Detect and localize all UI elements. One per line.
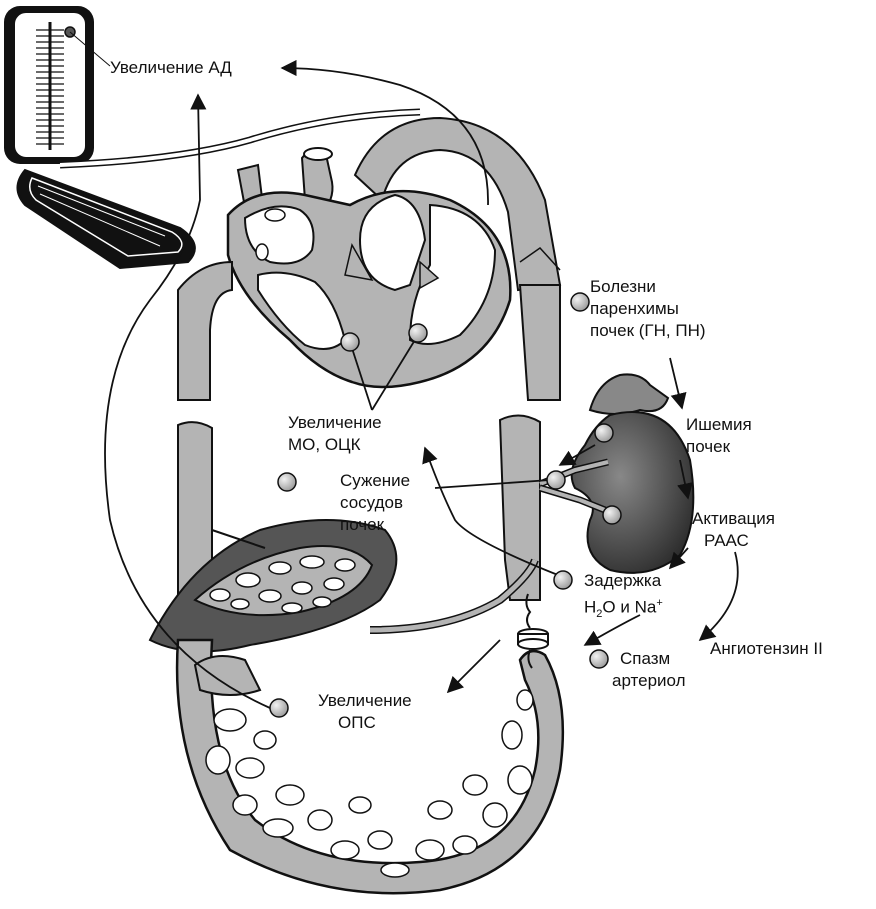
vena-cava-upper: [178, 262, 232, 400]
label-water-sodium-retention: Задержка H2O и Na+: [584, 570, 663, 625]
label-arteriole-spasm: Спазм артериол: [620, 648, 686, 692]
aorta-lower: [500, 415, 540, 600]
label-angiotensin: Ангиотензин II: [710, 638, 823, 660]
label-bp-increase: Увеличение АД: [110, 57, 232, 79]
label-mo-ock: Увеличение МО, ОЦК: [288, 412, 382, 456]
label-vasoconstriction: Сужение сосудов почек: [340, 470, 410, 536]
heart-icon: [228, 118, 560, 387]
systemic-capillary-bed: [177, 640, 563, 893]
label-ischemia: Ишемия почек: [686, 414, 752, 458]
label-parenchyma-disease: Болезни паренхимы почек (ГН, ПН): [590, 276, 706, 342]
label-ops: Увеличение ОПС: [318, 690, 412, 734]
aorta-descending: [520, 285, 560, 400]
label-raas-activation: Активация РААС: [692, 508, 775, 552]
